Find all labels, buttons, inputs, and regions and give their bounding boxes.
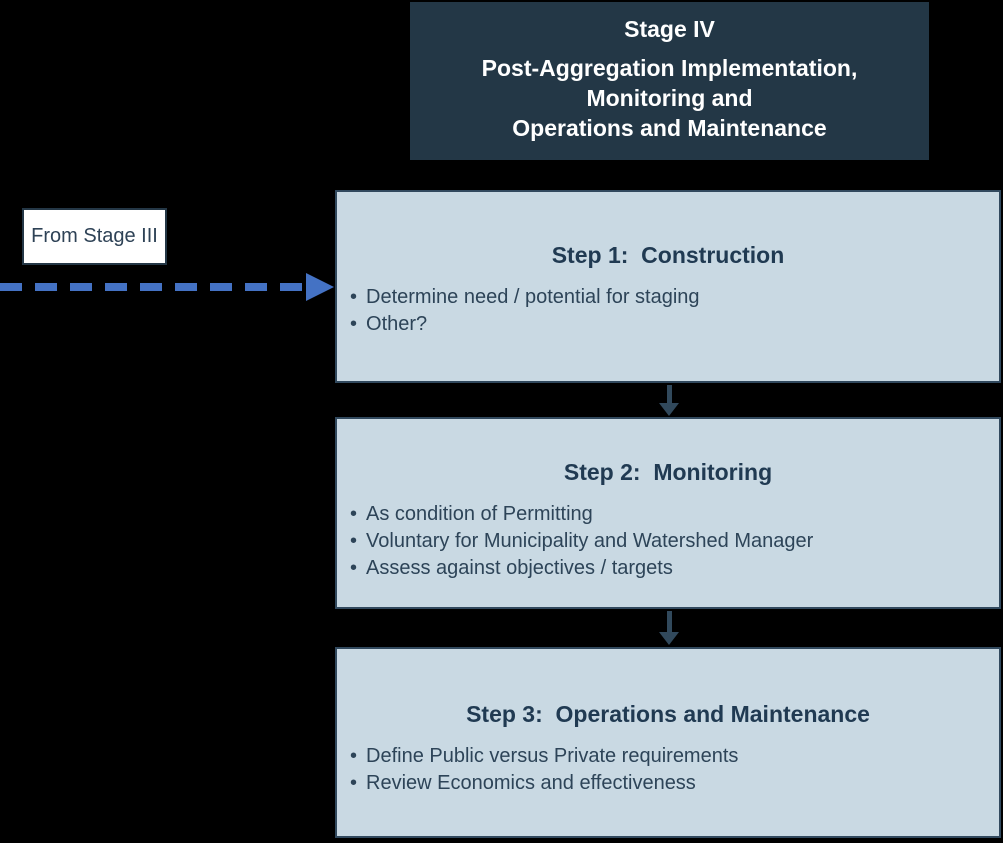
stage-subtitle-line-3: Operations and Maintenance <box>512 115 827 141</box>
step-1-box: Step 1: Construction Determine need / po… <box>335 190 1001 383</box>
dashed-arrow-right-icon <box>0 273 334 301</box>
bullet-text: Define Public versus Private requirement… <box>366 745 739 767</box>
bullet-text: Review Economics and effectiveness <box>366 772 696 794</box>
list-item: As condition of Permitting <box>350 501 979 528</box>
arrow-down-stem <box>666 611 672 632</box>
bullet-marker <box>350 284 357 311</box>
stage-subtitle-line-1: Post-Aggregation Implementation, <box>481 55 858 81</box>
stage-subtitle-line-2: Monitoring and <box>586 85 753 111</box>
list-item: Determine need / potential for staging <box>350 284 979 311</box>
arrow-down-head <box>659 632 679 645</box>
arrow-down-icon <box>658 611 680 645</box>
bullet-marker <box>350 770 357 797</box>
arrow-down-icon <box>658 385 680 416</box>
bullet-text: As condition of Permitting <box>366 503 593 525</box>
list-item: Voluntary for Municipality and Watershed… <box>350 528 979 555</box>
bullet-marker <box>350 311 357 338</box>
bullet-text: Assess against objectives / targets <box>366 557 673 579</box>
list-item: Assess against objectives / targets <box>350 555 979 582</box>
step-3-bullets: Define Public versus Private requirement… <box>337 743 999 797</box>
step-3-box: Step 3: Operations and Maintenance Defin… <box>335 647 1001 838</box>
stage-header-box: Stage IV Post-Aggregation Implementation… <box>410 2 929 160</box>
step-2-title: Step 2: Monitoring <box>563 459 773 485</box>
bullet-marker <box>350 555 357 582</box>
bullet-text: Determine need / potential for staging <box>366 286 700 308</box>
step-2-bullets: As condition of Permitting Voluntary for… <box>337 501 999 582</box>
list-item: Other? <box>350 311 979 338</box>
dashed-arrow-head-icon <box>306 273 334 301</box>
dashed-arrow-line <box>0 283 304 291</box>
step-1-title: Step 1: Construction <box>551 242 785 268</box>
arrow-down-head <box>659 403 679 416</box>
bullet-text: Other? <box>366 313 428 335</box>
arrow-down-stem <box>666 385 672 403</box>
from-stage-box: From Stage III <box>22 208 167 265</box>
step-2-box: Step 2: Monitoring As condition of Permi… <box>335 417 1001 609</box>
list-item: Define Public versus Private requirement… <box>350 743 979 770</box>
step-1-bullets: Determine need / potential for staging O… <box>337 284 999 338</box>
list-item: Review Economics and effectiveness <box>350 770 979 797</box>
step-3-title: Step 3: Operations and Maintenance <box>466 701 870 727</box>
bullet-text: Voluntary for Municipality and Watershed… <box>366 530 814 552</box>
bullet-marker <box>350 501 357 528</box>
bullet-marker <box>350 743 357 770</box>
bullet-marker <box>350 528 357 555</box>
from-stage-label: From Stage III <box>31 225 158 247</box>
stage-title: Stage IV <box>624 16 715 42</box>
